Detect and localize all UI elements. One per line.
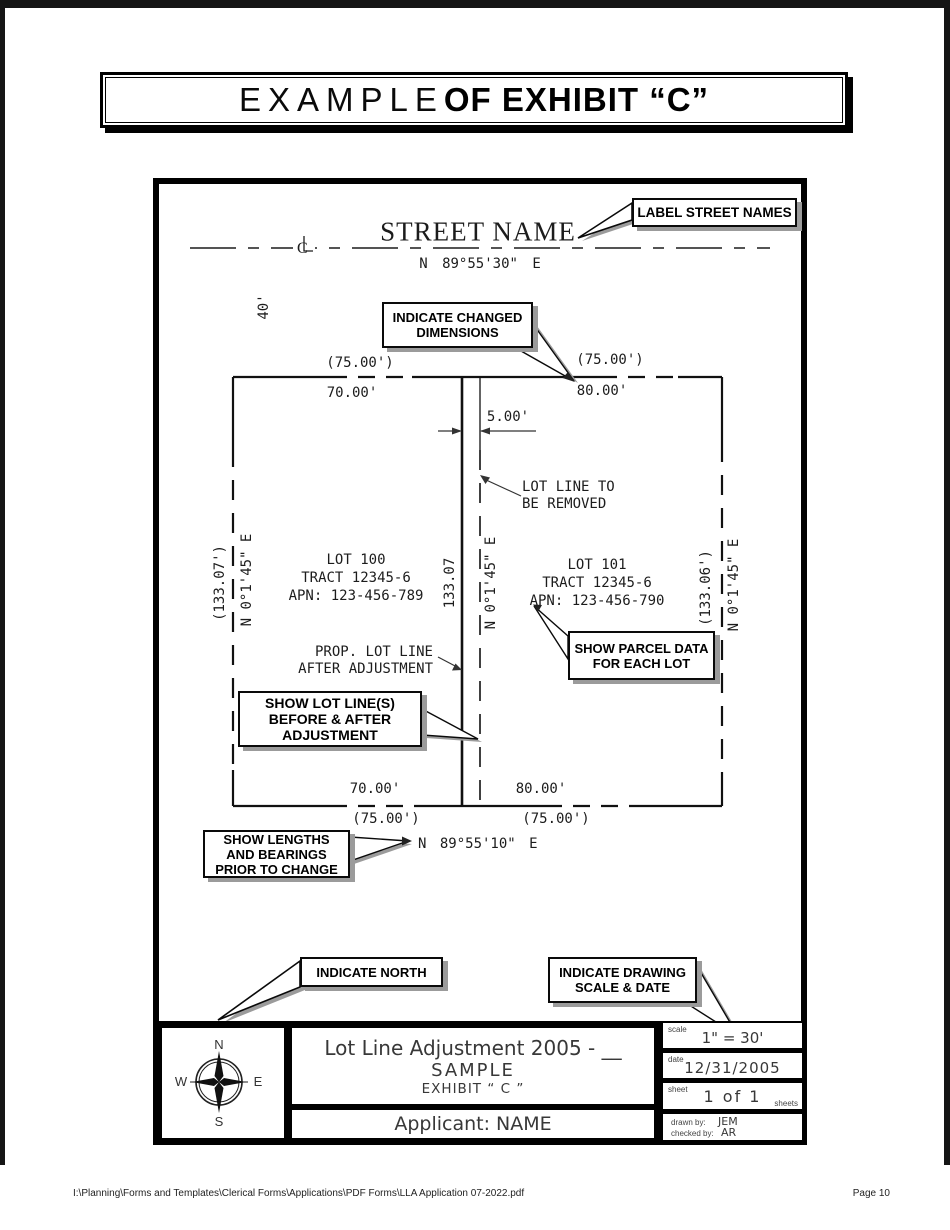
compass-cell: N S W E	[162, 1028, 284, 1138]
dim-bottom-left-record: (75.00')	[352, 811, 420, 827]
dim-left-record: (133.07')	[212, 545, 228, 621]
date-value: 12/31/2005	[684, 1059, 781, 1077]
offset-arrow-right	[480, 427, 490, 435]
scale-cell: scale 1" = 30'	[663, 1023, 802, 1048]
dim-bottom-right-record: (75.00')	[522, 811, 590, 827]
street-bearing: N 89°55'30" E	[419, 256, 541, 272]
footer-page-number: Page 10	[852, 1188, 890, 1199]
prop-lot-line-label: PROP. LOT LINE AFTER ADJUSTMENT	[298, 644, 433, 677]
page-title-rest: OF EXHIBIT “C”	[443, 81, 710, 118]
lot100-tract: TRACT 12345-6	[301, 570, 411, 586]
drawn-by-value: JEM	[718, 1115, 738, 1128]
bottom-bearing: N 89°55'10" E	[418, 836, 538, 852]
dim-middle-bearing: N 0°1'45" E	[483, 536, 499, 630]
scan-edge-right	[944, 0, 950, 1165]
page-title: EXAMPLE OF EXHIBIT “C”	[105, 77, 843, 123]
compass-s: S	[215, 1114, 224, 1129]
sheets-label: sheets	[774, 1099, 798, 1108]
sheet-value: 1 of 1	[703, 1087, 762, 1106]
street-width: 40'	[256, 294, 272, 320]
sheet-label: sheet	[668, 1085, 688, 1094]
dim-top-left-record: (75.00')	[326, 355, 394, 371]
checked-by-value: AR	[721, 1126, 737, 1139]
scale-value: 1" = 30'	[701, 1029, 764, 1047]
page-title-box: EXAMPLE OF EXHIBIT “C”	[100, 72, 848, 128]
callout-show-lot-lines: SHOW LOT LINE(S) BEFORE & AFTER ADJUSTME…	[238, 691, 422, 747]
dim-bottom-left-new: 70.00'	[349, 781, 401, 797]
lot101-tract: TRACT 12345-6	[542, 575, 652, 591]
applicant-cell: Applicant: NAME	[292, 1110, 654, 1138]
checked-by-label: checked by:	[671, 1129, 714, 1138]
centerline-icon: C	[297, 236, 313, 257]
leader-lot-line-removed	[483, 478, 522, 497]
title-block-title-cell: Lot Line Adjustment 2005 - __ SAMPLE EXH…	[292, 1028, 654, 1104]
lot100-data: LOT 100 TRACT 12345-6 APN: 123-456-789	[289, 551, 424, 605]
lot100-name: LOT 100	[326, 552, 386, 568]
dim-middle-length: 133.07	[442, 557, 458, 609]
drawn-by-label: drawn by:	[671, 1118, 706, 1127]
lot101-name: LOT 101	[567, 557, 627, 573]
north-arrow-icon: N S W E	[175, 1037, 263, 1129]
dim-top-right-record: (75.00')	[576, 352, 644, 368]
exhibit-label: EXHIBIT “ C ”	[421, 1080, 525, 1097]
sheet-cell: sheet 1 of 1 sheets	[663, 1083, 802, 1109]
lot-line-removed-label: LOT LINE TO BE REMOVED	[522, 479, 615, 512]
tail-indicate-north	[217, 959, 301, 1021]
lot100-apn: APN: 123-456-789	[288, 588, 424, 604]
scale-label: scale	[668, 1025, 687, 1034]
leader-prop-lot-line	[437, 656, 458, 668]
drawn-checked-cell: drawn by: JEM checked by: AR	[663, 1114, 802, 1140]
date-cell: date 12/31/2005	[663, 1053, 802, 1078]
lot101-data: LOT 101 TRACT 12345-6 APN: 123-456-790	[530, 556, 665, 610]
callout-show-lengths: SHOW LENGTHS AND BEARINGS PRIOR TO CHANG…	[203, 830, 350, 878]
dim-offset: 5.00'	[486, 409, 530, 425]
svg-text:C: C	[297, 240, 308, 257]
leader-arrow-lot-line-removed	[480, 475, 490, 484]
footer-file-path: I:\Planning\Forms and Templates\Clerical…	[73, 1188, 525, 1199]
callout-indicate-changed-dimensions: INDICATE CHANGED DIMENSIONS	[382, 302, 533, 348]
tail-show-parcel-data	[533, 605, 569, 662]
project-subtitle: SAMPLE	[431, 1059, 515, 1081]
offset-arrow-left	[452, 427, 462, 435]
dim-top-right-new: 80.00'	[576, 383, 628, 399]
project-title: Lot Line Adjustment 2005 - __	[324, 1035, 622, 1060]
compass-e: E	[254, 1074, 263, 1089]
tail-show-lot-lines	[421, 707, 479, 740]
tail-show-lengths	[349, 836, 409, 862]
scan-edge-top	[0, 0, 950, 8]
dim-left-bearing: N 0°1'45" E	[239, 533, 255, 627]
scan-edge-left	[0, 0, 5, 1165]
dim-top-left-new: 70.00'	[326, 385, 378, 401]
street-name: STREET NAME	[380, 216, 576, 247]
leader-arrow-prop-lot-line	[452, 663, 462, 671]
page-title-prefix: EXAMPLE	[238, 81, 444, 118]
dim-bottom-right-new: 80.00'	[515, 781, 567, 797]
compass-w: W	[175, 1074, 188, 1089]
callout-indicate-scale-date: INDICATE DRAWING SCALE & DATE	[548, 957, 697, 1003]
callout-label-street-names: LABEL STREET NAMES	[632, 198, 797, 227]
dim-right-record: (133.06')	[698, 550, 714, 626]
lot101-apn: APN: 123-456-790	[529, 593, 665, 609]
date-label: date	[668, 1055, 684, 1064]
callout-indicate-north: INDICATE NORTH	[300, 957, 443, 987]
applicant-name: Applicant: NAME	[394, 1113, 552, 1135]
callout-show-parcel-data: SHOW PARCEL DATA FOR EACH LOT	[568, 631, 715, 680]
compass-n: N	[214, 1037, 223, 1052]
dim-right-bearing: N 0°1'45" E	[726, 538, 742, 632]
